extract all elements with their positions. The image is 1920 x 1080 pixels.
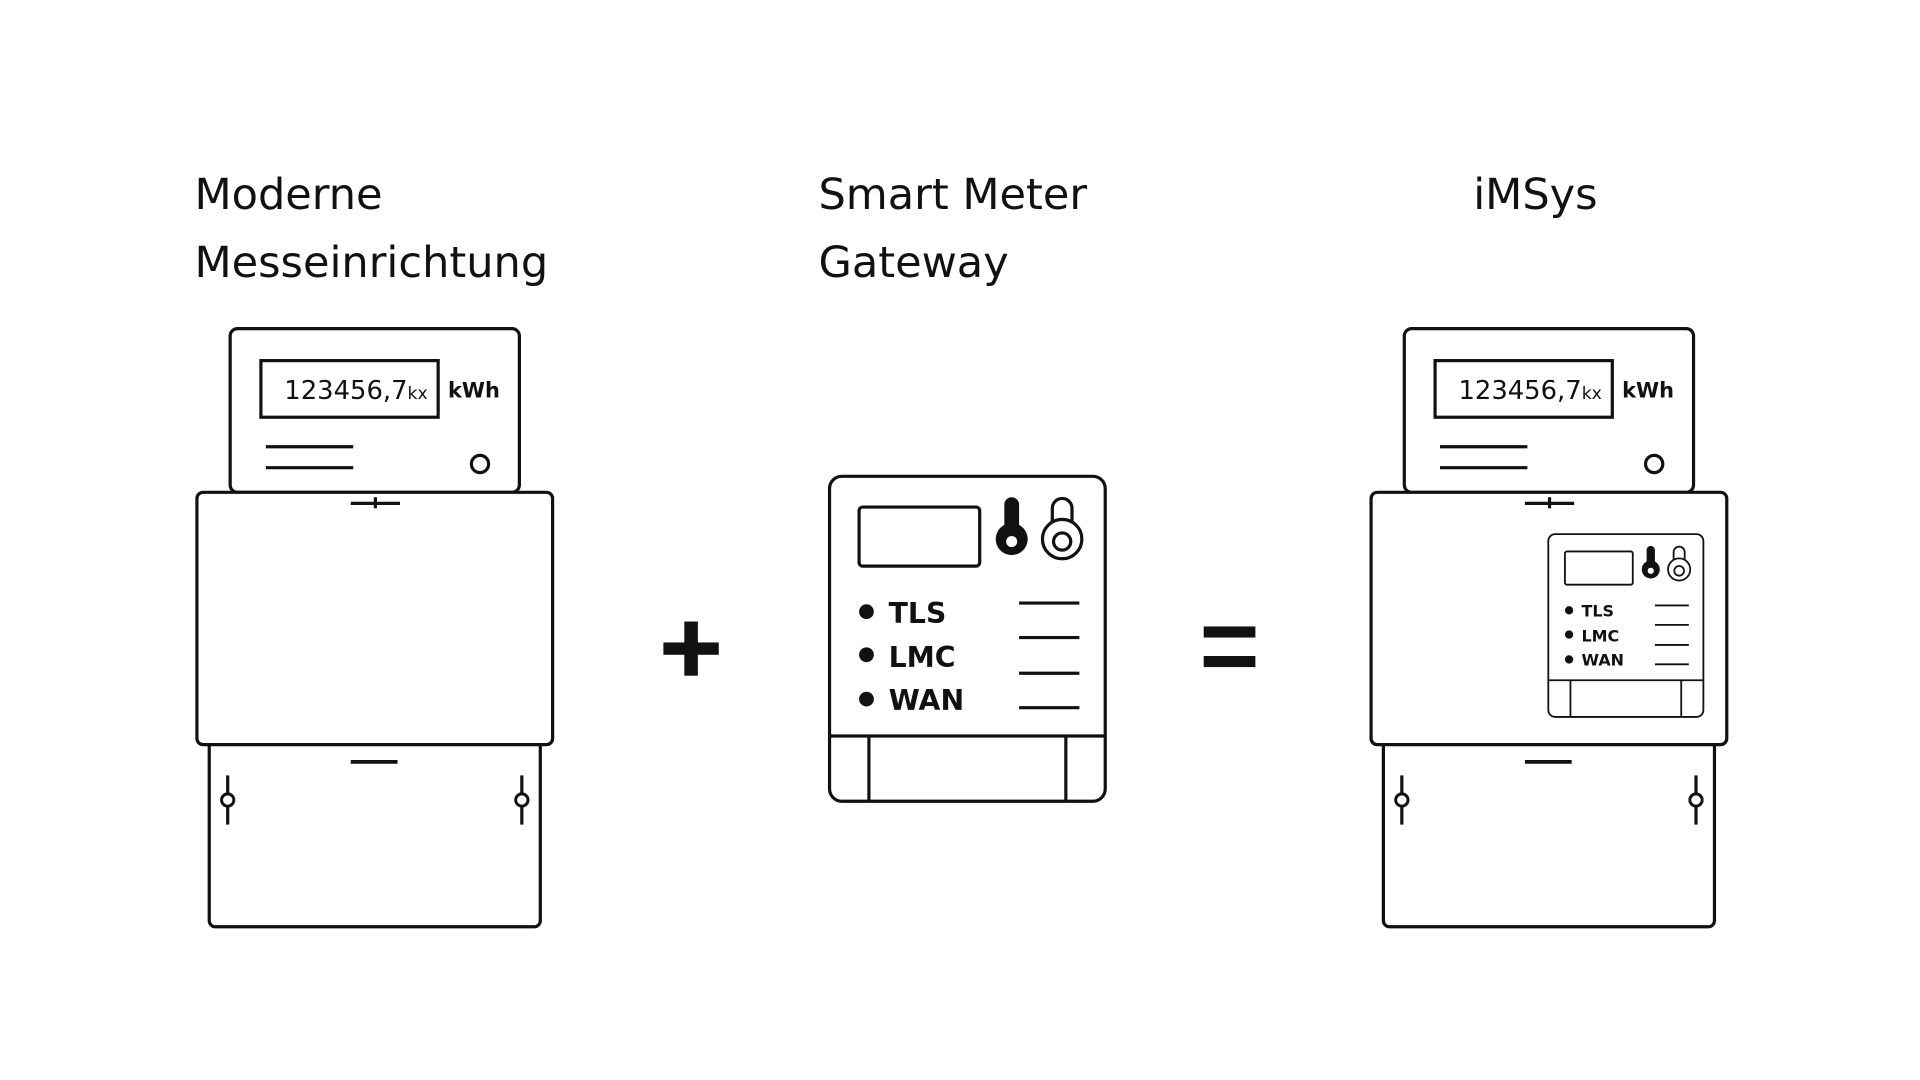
title-result: iMSys <box>1473 170 1597 220</box>
imsys-indicator-wan: WAN <box>1582 651 1624 670</box>
imsys-meter-reading: 123456,7kx <box>1458 376 1601 406</box>
imsys-indicator-tls: TLS <box>1582 602 1614 621</box>
indicator-lmc: LMC <box>889 641 956 674</box>
imsys-indicator-lmc: LMC <box>1582 626 1620 645</box>
imsys-illustration: 123456,7kx kWh TLS LMC WAN <box>1369 326 1729 929</box>
smart-meter-gateway-illustration: TLS LMC WAN <box>827 474 1107 803</box>
meter-unit: kWh <box>448 379 500 403</box>
indicator-tls: TLS <box>889 597 947 630</box>
imsys-meter-unit: kWh <box>1622 379 1674 403</box>
equals-icon <box>1203 626 1256 668</box>
title-gateway-line1: Smart Meter <box>818 170 1087 220</box>
title-meter-line1: Moderne <box>194 170 382 220</box>
indicator-wan: WAN <box>889 684 965 717</box>
title-meter-line2: Messeinrichtung <box>194 238 548 288</box>
modern-meter-illustration: 123456,7kx kWh <box>195 326 555 929</box>
meter-reading: 123456,7kx <box>284 376 427 406</box>
plus-icon <box>663 621 719 676</box>
title-gateway-line2: Gateway <box>818 238 1008 288</box>
